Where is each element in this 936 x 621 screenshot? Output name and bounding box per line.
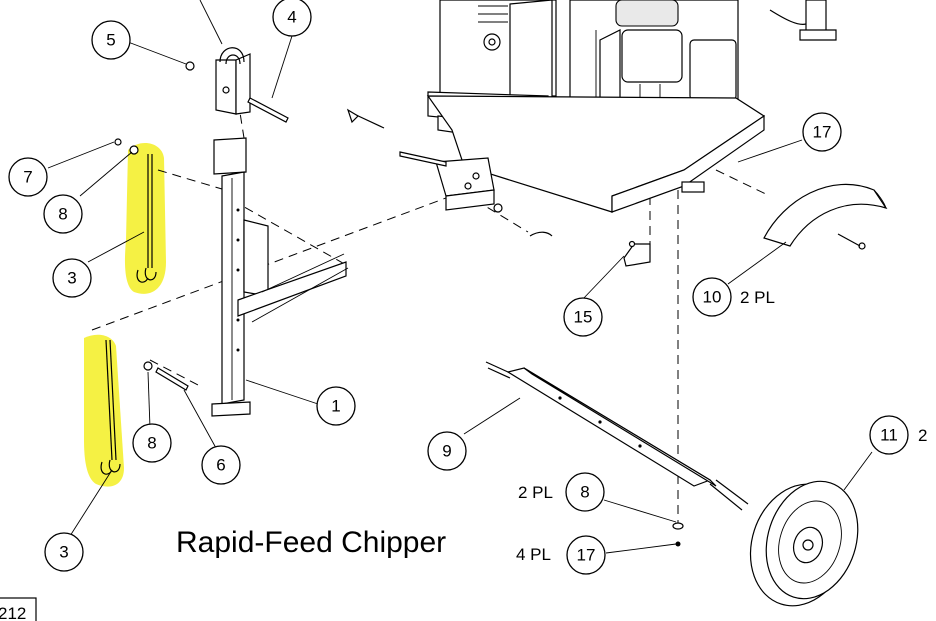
callout-10-label: 10 [703, 288, 722, 307]
small-clip [623, 240, 651, 267]
callout-15-label: 15 [574, 308, 593, 327]
assembly-lines [91, 99, 771, 530]
callout-10: 10 [692, 277, 732, 317]
jack-bracket [185, 47, 289, 123]
qty-label-washer: 2 PL [518, 483, 553, 502]
callout-8-lower: 8 [132, 423, 172, 463]
callout-8-upper-label: 8 [58, 205, 67, 224]
callout-17-upper-label: 17 [813, 123, 832, 142]
callout-3-upper: 3 [52, 258, 92, 298]
qty-label-wheel: 2 [918, 426, 927, 445]
fender [763, 183, 888, 250]
callout-17-lower-label: 17 [577, 546, 596, 565]
corner-label: 212 [0, 604, 26, 621]
qty-label-fender: 2 PL [740, 288, 775, 307]
callout-4: 4 [272, 0, 312, 37]
callout-8-upper: 8 [43, 194, 83, 234]
callout-5-label: 5 [106, 31, 115, 50]
callout-9: 9 [427, 431, 467, 471]
safety-chain-lower [100, 339, 189, 475]
callout-4-label: 4 [287, 8, 296, 27]
callout-3-upper-label: 3 [67, 269, 76, 288]
wheel [749, 480, 859, 607]
safety-chain-upper [114, 138, 157, 283]
callout-7: 7 [8, 157, 48, 197]
callout-3-lower-label: 3 [59, 543, 68, 562]
callout-8-lower-label: 8 [147, 434, 156, 453]
corner-label-box [0, 597, 37, 621]
callout-11: 11 [869, 415, 909, 455]
chipper-body [346, 0, 766, 237]
callout-6-label: 6 [216, 456, 225, 475]
chain-lower-highlight [84, 334, 124, 487]
callout-1-label: 1 [331, 397, 340, 416]
axle [485, 361, 749, 511]
callout-5: 5 [91, 20, 131, 60]
callout-7-label: 7 [23, 168, 32, 187]
callout-17-upper: 17 [802, 112, 842, 152]
qty-label-nut: 4 PL [516, 545, 551, 564]
callout-9-label: 9 [442, 442, 451, 461]
callout-17-lower: 17 [566, 535, 606, 575]
callout-1: 1 [316, 386, 356, 426]
jack-stand [211, 137, 349, 417]
axle-hardware [672, 522, 684, 547]
leader-lines [47, 0, 873, 554]
callout-8-axle-label: 8 [580, 483, 589, 502]
callout-15: 15 [563, 297, 603, 337]
chain-highlights [84, 143, 166, 487]
callout-6: 6 [201, 445, 241, 485]
callout-11-label: 11 [880, 426, 898, 445]
fender-bracket [769, 0, 837, 41]
callout-8-axle: 8 [565, 472, 605, 512]
diagram-title: Rapid-Feed Chipper [176, 526, 446, 559]
chain-upper-highlight [124, 143, 166, 294]
callout-3-lower: 3 [44, 532, 84, 572]
